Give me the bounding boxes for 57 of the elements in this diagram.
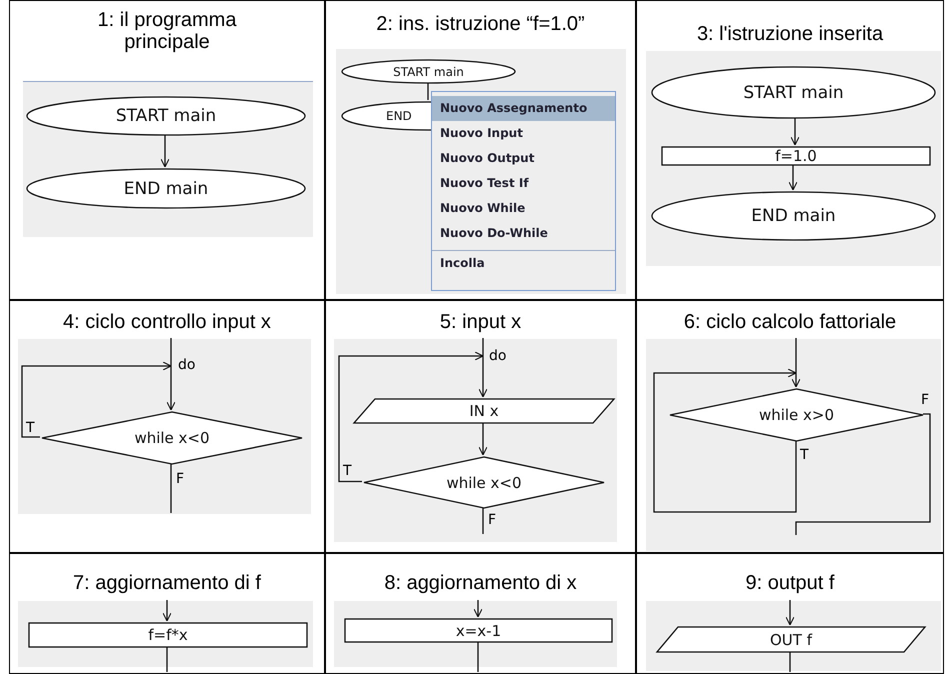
table-cell <box>9 300 325 553</box>
panel-heading: 3: l'istruzione inserita <box>696 23 884 45</box>
arrow <box>653 368 797 513</box>
menu-item: Nuovo Assegnamento <box>432 96 615 121</box>
terminal-ellipse: START main <box>341 59 516 84</box>
table-cell <box>636 300 944 553</box>
connector-line <box>482 508 484 534</box>
arrow <box>162 600 172 622</box>
menu-item: Nuovo Test If <box>439 175 530 192</box>
arrow <box>473 600 483 618</box>
process-box: f=1.0 <box>661 146 931 166</box>
decision-diamond: while x<0 <box>363 456 605 509</box>
panel-heading: 5: input x <box>438 311 522 333</box>
panel-heading: 8: aggiornamento di x <box>383 572 578 594</box>
process-box: f=f*x <box>28 622 308 648</box>
arrow <box>791 338 801 388</box>
panel-heading: 9: output f <box>744 572 836 594</box>
connector-line <box>789 652 791 672</box>
arrow <box>478 338 488 398</box>
arrow <box>160 135 170 168</box>
terminal-ellipse: END main <box>651 191 936 241</box>
panel-heading: 1: il programma principale <box>96 9 238 53</box>
arrow <box>785 600 795 626</box>
table-cell <box>9 553 325 674</box>
table-cell <box>325 300 636 553</box>
terminal-ellipse: START main <box>26 96 306 136</box>
context-menu <box>431 91 616 291</box>
panel-heading: 7: aggiornamento di f <box>72 572 262 594</box>
table-cell <box>325 0 636 300</box>
arrow <box>21 361 172 438</box>
arrow <box>166 338 176 411</box>
terminal-ellipse: END main <box>26 168 306 209</box>
process-box: x=x-1 <box>344 618 613 643</box>
connector-line <box>427 83 429 100</box>
arrow <box>790 118 800 146</box>
arrow <box>338 351 484 482</box>
menu-item: Incolla <box>432 250 615 276</box>
connector-line <box>166 647 168 672</box>
arrow <box>478 423 488 456</box>
menu-item: Nuovo Output <box>439 150 536 167</box>
io-parallelogram: IN x <box>353 398 615 424</box>
connector-line <box>795 413 931 535</box>
decision-diamond: while x<0 <box>41 411 303 465</box>
panel-heading: 4: ciclo controllo input x <box>62 311 272 333</box>
connector-line <box>477 642 479 672</box>
menu-item: Nuovo While <box>439 200 526 217</box>
menu-item: Nuovo Do-While <box>439 225 549 242</box>
table-cell <box>325 553 636 674</box>
table-cell <box>636 0 944 300</box>
terminal-ellipse: START main <box>651 66 936 119</box>
table-cell <box>636 553 944 674</box>
table-cell <box>9 0 325 300</box>
panel-heading: 2: ins. istruzione “f=1.0” <box>375 13 586 35</box>
connector-line <box>170 464 172 513</box>
arrow <box>788 165 798 191</box>
io-parallelogram: OUT f <box>656 626 926 653</box>
panel-heading: 6: ciclo calcolo fattoriale <box>682 311 898 333</box>
